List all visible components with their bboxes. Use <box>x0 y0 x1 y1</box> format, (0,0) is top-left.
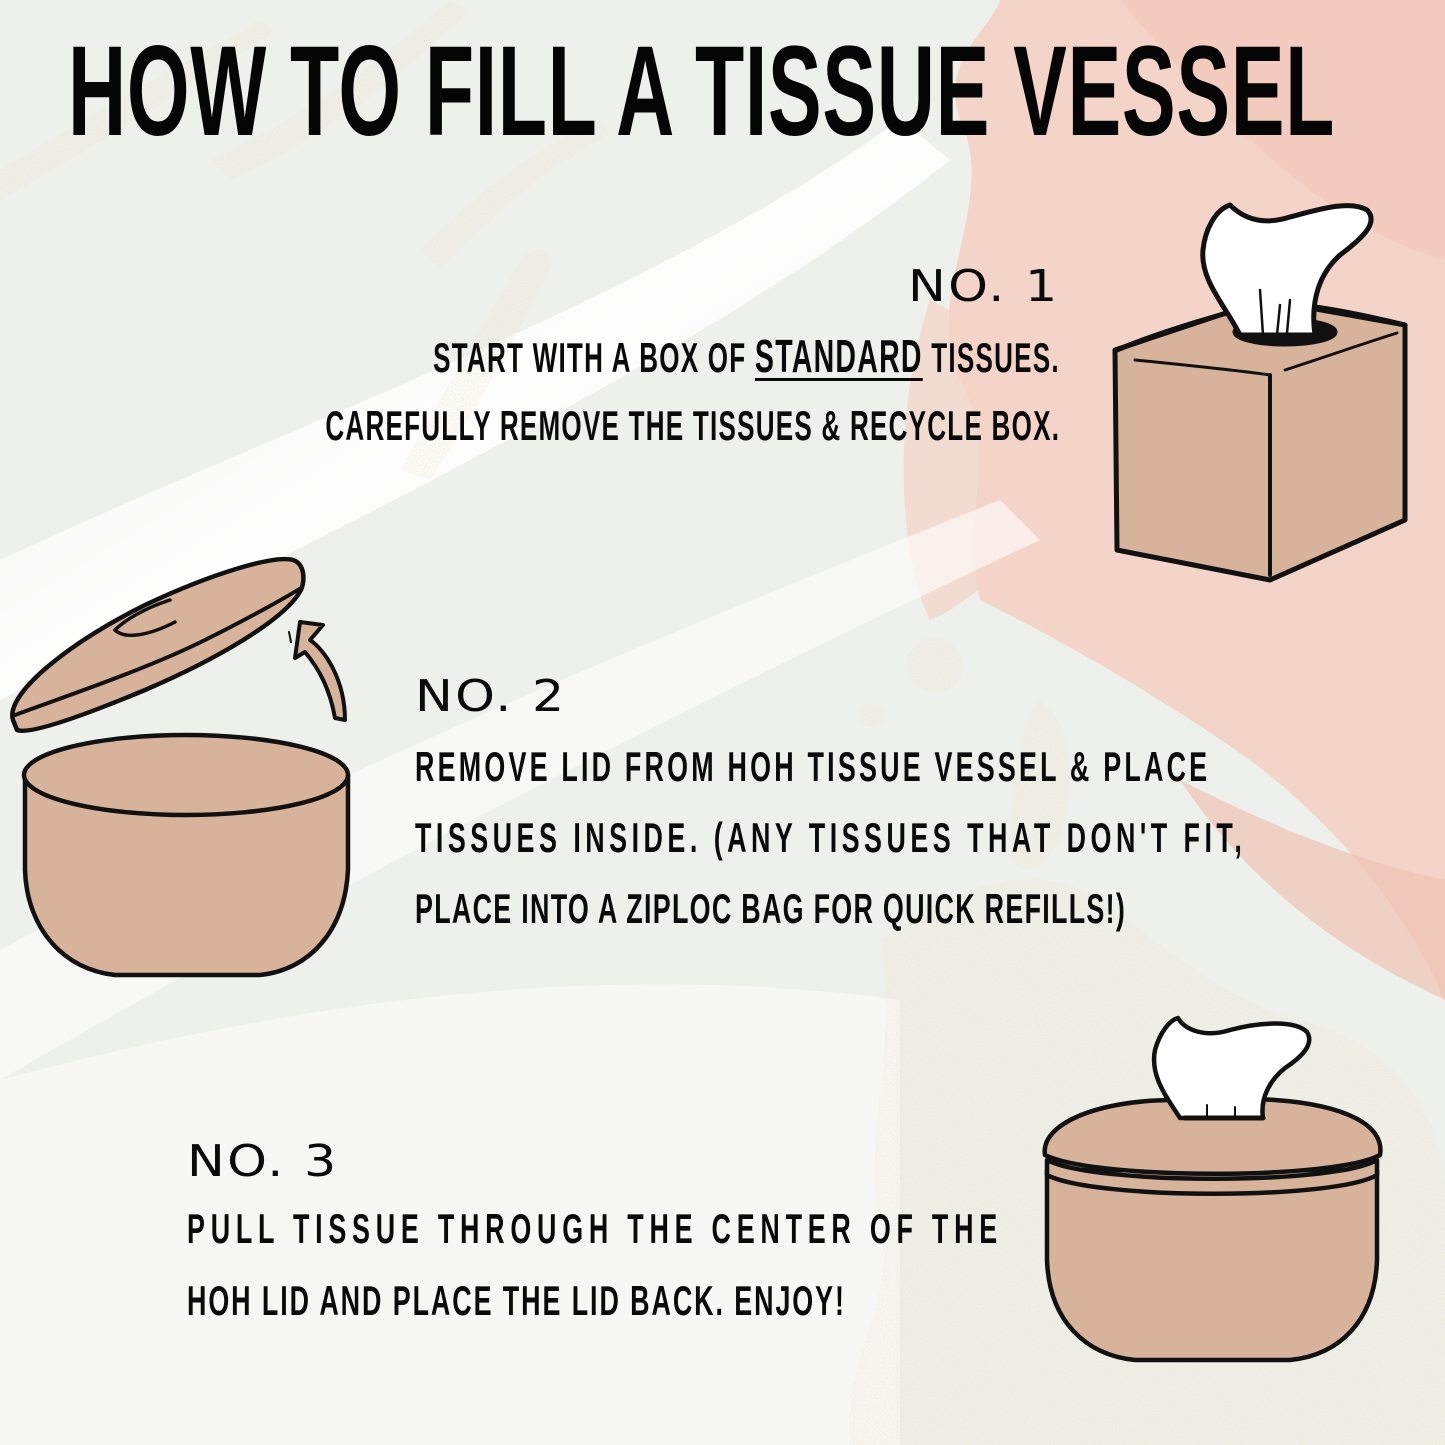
step-2-line-3: PLACE INTO A ZIPLOC BAG FOR QUICK REFILL… <box>415 885 1127 932</box>
step-3-line-1: PULL TISSUE THROUGH THE CENTER OF THE <box>187 1205 1003 1252</box>
step-1-line-1-before: START WITH A BOX OF <box>433 334 756 381</box>
step-2-number: NO. 2 <box>415 671 567 722</box>
step-3-number: NO. 3 <box>187 1136 339 1187</box>
step-2-line-2: TISSUES INSIDE. (ANY TISSUES THAT DON'T … <box>415 814 1247 861</box>
step-1-line-1-after: TISSUES. <box>922 334 1060 381</box>
step-1-emphasis-standard: STANDARD <box>755 330 923 382</box>
filled-vessel-icon <box>1042 1015 1383 1363</box>
step-1-number: NO. 1 <box>908 261 1060 312</box>
step-1-line-1: START WITH A BOX OF STANDARD TISSUES. <box>433 333 1060 381</box>
step-3-line-2: HOH LID AND PLACE THE LID BACK. ENJOY! <box>187 1277 846 1324</box>
step-1-line-2: CAREFULLY REMOVE THE TISSUES & RECYCLE B… <box>325 402 1060 449</box>
page-title: HOW TO FILL A TISSUE VESSEL <box>68 20 1336 163</box>
step-2-line-1: REMOVE LID FROM HOH TISSUE VESSEL & PLAC… <box>415 743 1211 790</box>
tissue-box-icon <box>1112 202 1408 583</box>
open-vessel-with-lid-icon <box>10 556 351 978</box>
